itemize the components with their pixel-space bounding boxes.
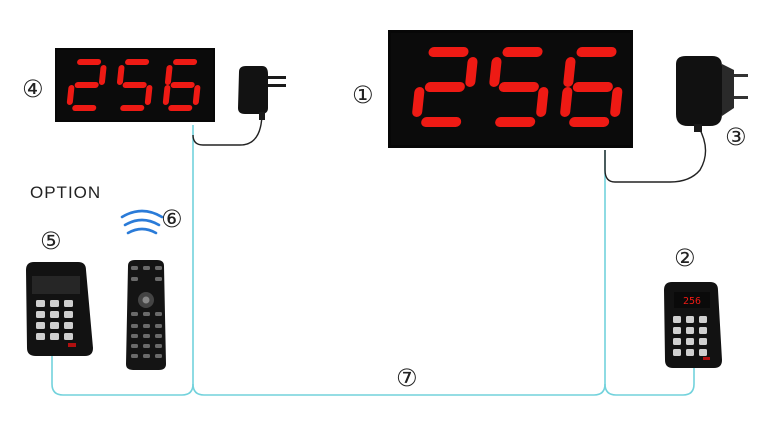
keypad-right-key [699, 327, 707, 334]
keypad-right-key [686, 327, 694, 334]
remote-button [131, 312, 138, 316]
small-led-display [55, 48, 215, 122]
keypad-display-number: 256 [683, 296, 701, 307]
remote-control [126, 260, 166, 370]
small-display-digit-5 [116, 59, 153, 111]
keypad-left-key [36, 322, 45, 329]
power-adapter-small [238, 66, 286, 120]
option-text: OPTION [30, 183, 102, 202]
label-remote: ⑥ [161, 205, 183, 233]
label-main-display: ① [352, 81, 374, 109]
remote-button [155, 312, 162, 316]
power-cable [192, 111, 707, 183]
label-adapter-right: ③ [725, 123, 747, 151]
keypad-right-key [673, 338, 681, 345]
remote-button [155, 344, 162, 348]
main-led-display [388, 30, 633, 148]
keypad-right-key [686, 316, 694, 323]
small-display-digit-2 [66, 59, 107, 111]
wireless-signal-icon [120, 209, 164, 235]
keypad-right-key [686, 349, 694, 356]
keypad-left-key [36, 311, 45, 318]
keypad-left-key [50, 333, 59, 340]
remote-button [155, 266, 162, 270]
main-display-digit-5 [489, 47, 549, 127]
remote-button [143, 312, 150, 316]
keypad-left-key [64, 322, 73, 329]
keypad-left [26, 262, 93, 356]
remote-button [131, 324, 138, 328]
keypad-left-key [36, 300, 45, 307]
main-display-digit-6 [560, 47, 623, 127]
label-keypad-right: ② [674, 244, 696, 272]
label-keypad-left: ⑤ [40, 227, 62, 255]
remote-button [155, 334, 162, 338]
keypad-left-key [50, 311, 59, 318]
remote-button [155, 277, 162, 281]
label-cable: ⑦ [396, 364, 418, 392]
keypad-left-key [50, 322, 59, 329]
remote-button [155, 354, 162, 358]
keypad-right-key [699, 349, 707, 356]
power-adapter-large [676, 56, 748, 132]
keypad-right-key [699, 316, 707, 323]
remote-button [131, 277, 138, 281]
keypad-right-key [699, 338, 707, 345]
label-small-display: ④ [22, 75, 44, 103]
small-display-digit-6 [162, 59, 201, 111]
keypad-left-key [64, 311, 73, 318]
remote-button [155, 324, 162, 328]
remote-button [131, 344, 138, 348]
remote-button [131, 334, 138, 338]
remote-button [143, 324, 150, 328]
keypad-right-key [673, 316, 681, 323]
keypad-left-key [64, 300, 73, 307]
remote-button [143, 266, 150, 270]
remote-button [131, 354, 138, 358]
remote-button [143, 334, 150, 338]
remote-button [131, 266, 138, 270]
keypad-left-key [64, 333, 73, 340]
main-display-digit-2 [412, 47, 478, 127]
keypad-right: 256 [664, 282, 722, 368]
remote-button [143, 354, 150, 358]
remote-button [143, 344, 150, 348]
keypad-right-key [673, 349, 681, 356]
keypad-right-key [673, 327, 681, 334]
signal-cable [51, 125, 695, 396]
keypad-left-key [36, 333, 45, 340]
keypad-left-key [50, 300, 59, 307]
keypad-right-key [686, 338, 694, 345]
